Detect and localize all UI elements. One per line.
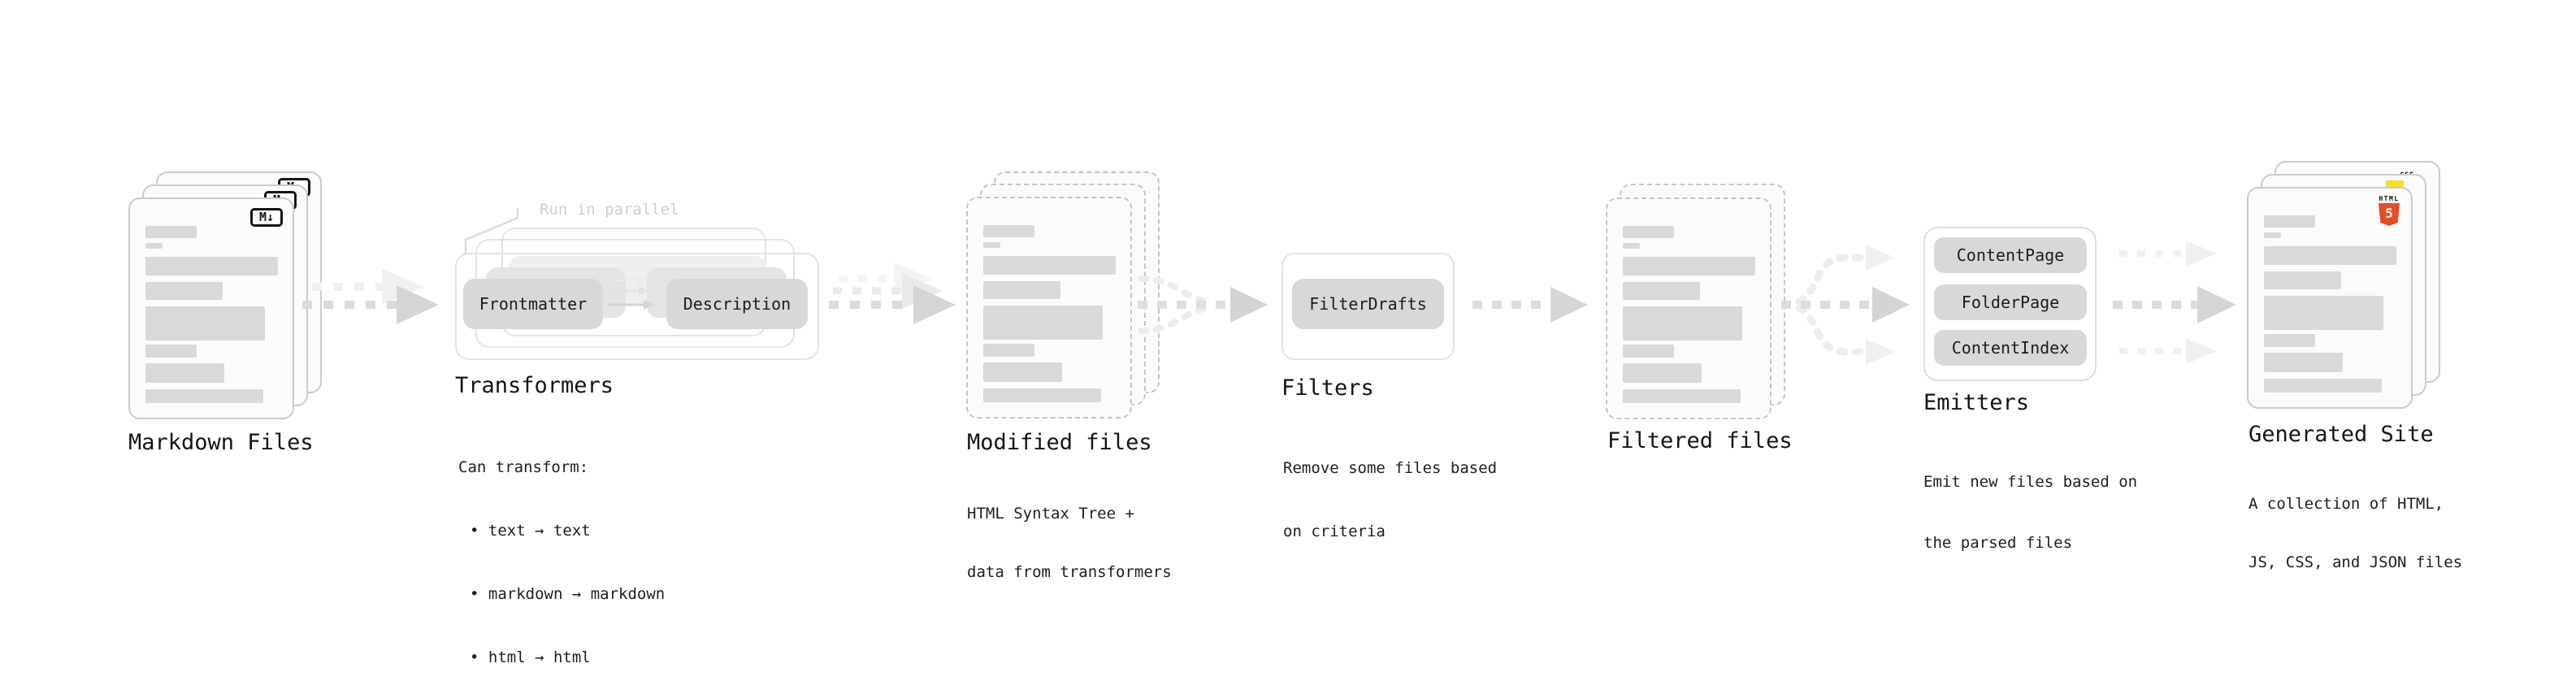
skeleton-line [145, 226, 197, 238]
stage-markdown-files: M↓ M↓ M↓ [128, 171, 323, 423]
emitters-caption: Emit new files based on the parsed files [1923, 432, 2137, 594]
transformers-caption: Can transform: • text → text • markdown … [458, 414, 665, 681]
skeleton-line [983, 306, 1103, 340]
markdown-files-label: Markdown Files [128, 430, 314, 455]
arrow-markdown-to-transformers [302, 269, 439, 324]
skeleton-line [145, 306, 265, 340]
skeleton-line [1623, 257, 1755, 275]
skeleton-line [2264, 296, 2383, 330]
filtered-file-card [1606, 197, 1772, 419]
filters-box [1281, 253, 1455, 360]
arrow-modified-to-filters-merge [1138, 275, 1268, 334]
filters-label: Filters [1281, 375, 1374, 401]
skeleton-line [2264, 232, 2281, 238]
skeleton-line [2264, 353, 2343, 372]
skeleton-line [145, 243, 163, 249]
folderpage-pill: FolderPage [1934, 284, 2087, 320]
skeleton-line [983, 256, 1116, 275]
transform-bullet: • markdown → markdown [470, 585, 666, 603]
description-pill: Description [666, 279, 808, 329]
skeleton-line [1623, 389, 1741, 403]
modified-file-card [966, 197, 1132, 419]
file-content-skeleton [1607, 226, 1770, 403]
skeleton-line [2264, 271, 2341, 289]
modified-files-label: Modified files [967, 430, 1152, 455]
emitters-box [1923, 227, 2097, 381]
skeleton-line [145, 389, 263, 403]
markdown-icon: M↓ [250, 208, 283, 227]
stage-modified-files [966, 171, 1161, 423]
skeleton-line [2264, 246, 2396, 265]
caption-line: the parsed files [1923, 534, 2073, 552]
arrow-transformers-to-modified [829, 262, 956, 324]
skeleton-line [2264, 334, 2315, 347]
transformer-step-arrows [608, 275, 654, 310]
filterdrafts-pill: FilterDrafts [1292, 279, 1444, 329]
site-file-card-html: HTML 5 [2247, 187, 2413, 409]
skeleton-line [2264, 215, 2315, 228]
skeleton-line [1623, 306, 1742, 340]
skeleton-line [145, 345, 197, 358]
contentpage-pill: ContentPage [1934, 237, 2087, 273]
html5-badge-word: HTML [2379, 195, 2400, 202]
skeleton-line [983, 388, 1101, 402]
file-content-skeleton [2249, 215, 2411, 393]
arrow-filtered-to-emitters-fanout [1781, 245, 1910, 365]
transformer-box [455, 253, 819, 360]
skeleton-line [983, 362, 1062, 382]
skeleton-line [2264, 379, 2382, 393]
generated-site-caption: A collection of HTML, JS, CSS, and JSON … [2249, 455, 2462, 611]
caption-line: on criteria [1283, 523, 1386, 540]
arrow-filters-to-filtered [1472, 287, 1588, 323]
skeleton-line [145, 257, 278, 275]
stage-generated-site: CSS HTML 5 [2247, 161, 2442, 413]
transform-bullet: • html → html [470, 648, 591, 666]
caption-line: Emit new files based on [1923, 473, 2138, 491]
modified-files-caption: HTML Syntax Tree + data from transformer… [967, 465, 1172, 621]
file-content-skeleton [130, 226, 293, 403]
skeleton-line [1623, 345, 1674, 358]
skeleton-line [983, 225, 1034, 237]
filters-caption: Remove some files based on criteria [1283, 415, 1497, 584]
skeleton-line [1623, 282, 1700, 300]
skeleton-line [1623, 363, 1702, 383]
run-in-parallel-leader-line [464, 208, 519, 254]
html5-icon: HTML 5 [2379, 195, 2400, 226]
caption-line: JS, CSS, and JSON files [2249, 553, 2463, 571]
contentindex-pill: ContentIndex [1934, 330, 2087, 366]
skeleton-line [1623, 226, 1674, 238]
frontmatter-pill: Frontmatter [463, 279, 603, 329]
skeleton-line [983, 281, 1060, 299]
file-content-skeleton [968, 225, 1130, 402]
skeleton-line [145, 363, 224, 383]
transform-bullet: • text → text [470, 522, 591, 540]
filtered-files-label: Filtered files [1607, 428, 1793, 453]
caption-line: A collection of HTML, [2249, 495, 2444, 513]
transformers-caption-title: Can transform: [458, 458, 589, 476]
skeleton-line [983, 344, 1034, 357]
markdown-file-card: M↓ [128, 197, 294, 419]
skeleton-line [1623, 243, 1640, 249]
html5-badge-shield: 5 [2379, 203, 2400, 226]
caption-line: Remove some files based [1283, 459, 1498, 477]
generated-site-label: Generated Site [2249, 422, 2434, 447]
skeleton-line [983, 242, 1000, 248]
stage-filtered-files [1606, 184, 1789, 423]
transformers-label: Transformers [455, 373, 614, 398]
emitters-label: Emitters [1923, 390, 2030, 415]
arrow-emitters-to-site [2113, 241, 2236, 364]
run-in-parallel-annotation: Run in parallel [540, 201, 679, 219]
caption-line: data from transformers [967, 563, 1172, 581]
caption-line: HTML Syntax Tree + [967, 505, 1134, 523]
skeleton-line [145, 282, 223, 300]
